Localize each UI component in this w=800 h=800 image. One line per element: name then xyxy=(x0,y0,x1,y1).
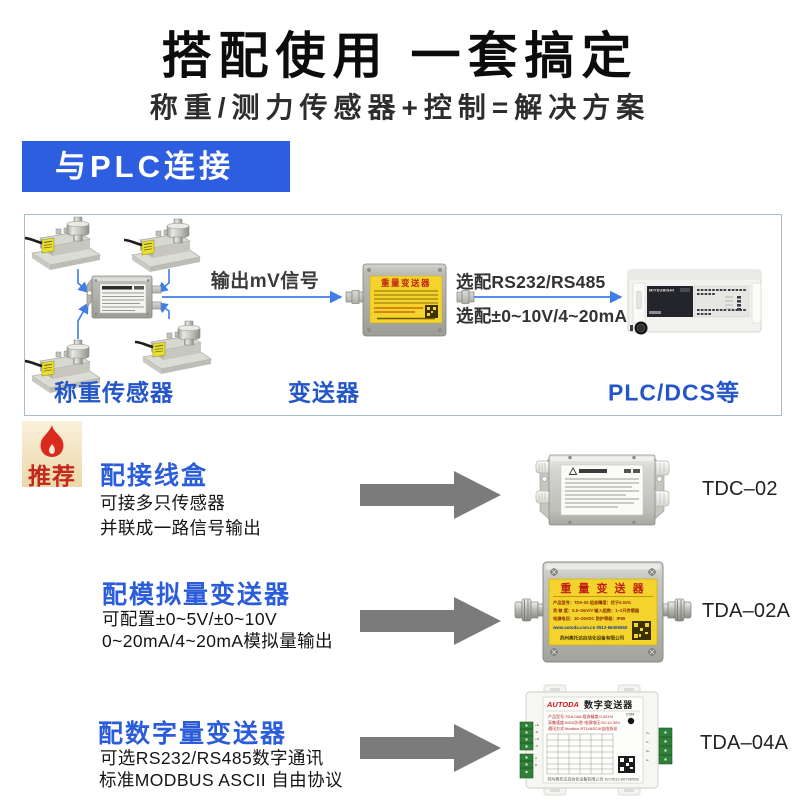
section2-heading: 配模拟量变送器 xyxy=(102,581,292,609)
tda04a-com-label: COM xyxy=(626,713,634,717)
tda04a-com-port xyxy=(627,717,635,725)
recommend-badge-label: 推荐 xyxy=(28,463,76,489)
svg-text:+S: +S xyxy=(535,737,539,741)
section1-arrow-icon xyxy=(360,471,501,519)
tda04a-label-row3: 通讯方式:Modbus RTU/ASCII/自由协议 xyxy=(548,725,617,731)
tda02a-label-title: 重 量 变 送 器 xyxy=(560,581,645,595)
page-subtitle: 称重/测力传感器+控制=解决方案 xyxy=(149,92,651,123)
section1-line1: 可接多只传感器 xyxy=(100,493,226,513)
tda04a-label-row1: 产品型号:TDA-04A 组态精度:0.001% xyxy=(548,713,614,719)
flame-icon xyxy=(40,425,64,457)
svg-text:A: A xyxy=(535,756,537,760)
svg-text:-E: -E xyxy=(535,730,538,734)
plc-brand-label: MITSUBISHI xyxy=(649,288,674,293)
section3-heading: 配数字量变送器 xyxy=(98,720,288,748)
tda02a-label-row1: 产品型号：TDA-02 组态精度：优于0.01% xyxy=(553,599,631,606)
tda02a-label-company: 苏州奥托达自动化设备有限公司 xyxy=(560,635,625,642)
tda04a-label-title: 数字变送器 xyxy=(584,699,633,710)
tda04a-label-table xyxy=(546,733,614,775)
transmitter-label-title: 重量变送器 xyxy=(381,278,431,288)
transmitter-device: 重量变送器 xyxy=(345,263,475,337)
junction-box xyxy=(86,275,162,319)
tda04a-brand-label: AUTODA xyxy=(546,700,579,709)
svg-text:A+: A+ xyxy=(646,749,650,753)
caption-load-sensors: 称重传感器 xyxy=(54,380,174,406)
product-code-tda04a: TDA–04A xyxy=(700,732,789,754)
section2-arrow-icon xyxy=(360,597,501,645)
recommend-badge: 推荐 xyxy=(22,421,82,489)
section1-heading: 配接线盒 xyxy=(100,462,209,490)
tda02a-label-row3: 电源电压：10~26VDC 防护等级：IP65 xyxy=(553,615,626,622)
section1-line2: 并联成一路信号输出 xyxy=(100,518,262,538)
svg-text:V-: V- xyxy=(646,740,649,744)
plc-option-line2: 选配±0~10V/4~20mA xyxy=(456,306,627,326)
plc-connect-banner-label: 与PLC连接 xyxy=(55,149,234,184)
caption-transmitter: 变送器 xyxy=(288,380,360,406)
plc-option-line1: 选配RS232/RS485 xyxy=(456,272,606,292)
connection-diagram-graphic: 输出mV信号 重量变送器 选配RS232/RS485 xyxy=(25,215,762,406)
load-cell-top-left xyxy=(25,215,102,272)
product-image-tda02a: 重 量 变 送 器 产品型号：TDA-02 组态精度：优于0.01% 灵 敏 度… xyxy=(514,561,692,663)
product-image-tdc02 xyxy=(535,454,670,526)
mv-signal-label: 输出mV信号 xyxy=(211,269,320,292)
tda02a-label-url: www.autoda.com.cn 0512-66306550 xyxy=(552,625,628,630)
tda02a-label-row2: 灵 敏 度：0.5~3mV/V 输入阻数：1~2只传感器 xyxy=(553,607,640,614)
product-code-tdc02: TDC–02 xyxy=(702,478,778,500)
load-cell-top-right xyxy=(122,217,202,274)
plc-device: MITSUBISHI xyxy=(627,269,762,335)
section3-line1: 可选RS232/RS485数字通讯 xyxy=(100,748,324,768)
plc-connect-banner: 与PLC连接 xyxy=(22,141,290,192)
svg-text:V+: V+ xyxy=(646,731,650,735)
product-code-tda02a: TDA–02A xyxy=(702,600,791,622)
svg-text:A-: A- xyxy=(646,758,649,762)
section2-line1: 可配置±0~5V/±0~10V xyxy=(102,609,278,629)
connection-diagram-panel: 输出mV信号 重量变送器 选配RS232/RS485 xyxy=(24,214,782,416)
sensor-connection-arrows xyxy=(77,269,170,339)
tda04a-label-row2: 采集速度:6920次/秒 电源电压:DC12-30V xyxy=(548,719,620,725)
section3-line2: 标准MODBUS ASCII 自由协议 xyxy=(99,770,343,790)
tda04a-label-company: 苏州奥托达自动化设备有限公司 Tel:0512-66796558 xyxy=(547,776,639,782)
section3-arrow-icon xyxy=(360,724,501,772)
section2-line2: 0~20mA/4~20mA模拟量输出 xyxy=(102,631,333,651)
svg-text:+E: +E xyxy=(535,723,539,727)
caption-plc: PLC/DCS等 xyxy=(608,380,740,406)
svg-text:-S: -S xyxy=(535,744,538,748)
product-image-tda04a: +E -E +S -S AB V+ V- A+ A- AUTODA 数字变送器 产品型号:T… xyxy=(519,684,673,796)
load-cell-bottom-right xyxy=(133,319,213,376)
page-title: 搭配使用 一套搞定 xyxy=(161,28,639,84)
svg-text:B: B xyxy=(535,763,537,767)
